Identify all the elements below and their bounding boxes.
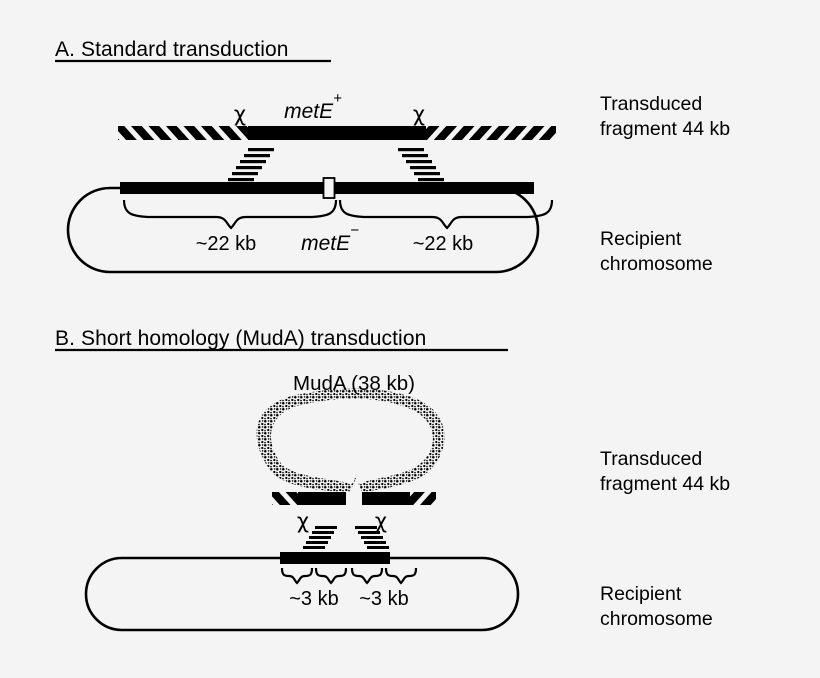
gene-superscript-a: + bbox=[333, 90, 342, 107]
homology-brace-left-a bbox=[122, 199, 338, 230]
side-label-chromosome-a-line2: chromosome bbox=[600, 253, 713, 275]
chi-right-label-b: χ bbox=[375, 509, 387, 533]
homology-brace-right-b bbox=[350, 567, 384, 585]
side-label-chromosome-a-line1: Recipient bbox=[600, 228, 682, 250]
chi-right-label-a: χ bbox=[413, 102, 425, 126]
locus-label-metE-minus: metE− bbox=[301, 222, 359, 256]
muda-loop bbox=[256, 388, 445, 492]
homology-brace-left-b bbox=[280, 567, 314, 585]
locus-gap-box-a bbox=[322, 177, 336, 199]
fragment-right-solid-b bbox=[362, 492, 410, 505]
muda-loop-label: MudA (38 kb) bbox=[293, 372, 415, 395]
panel-a-transduced-fragment bbox=[118, 126, 556, 140]
locus-name-a: metE bbox=[301, 232, 351, 255]
chromosome-segment-right-a bbox=[334, 182, 534, 194]
chromosome-segment-b bbox=[280, 552, 390, 564]
chromosome-segment-left-a bbox=[120, 182, 324, 194]
side-label-fragment-a-line2: fragment 44 kb bbox=[600, 118, 730, 140]
panel-b-heading: B. Short homology (MudA) transduction bbox=[55, 327, 426, 350]
fragment-right-hatch-b bbox=[410, 492, 436, 505]
gene-label-metE-plus: metE+ bbox=[284, 90, 342, 124]
fragment-left-hatch-a bbox=[118, 126, 248, 140]
homology-label-left-b: ~3 kb bbox=[289, 588, 338, 610]
homology-label-right-b: ~3 kb bbox=[359, 588, 408, 610]
recipient-chromosome-outline-a bbox=[66, 186, 540, 274]
crossover-mark-right-b bbox=[355, 526, 389, 549]
fragment-right-hatch-a bbox=[426, 126, 556, 140]
locus-superscript-a: − bbox=[350, 222, 359, 239]
side-label-fragment-a-line1: Transduced bbox=[600, 93, 702, 115]
side-label-fragment-b-line1: Transduced bbox=[600, 448, 702, 470]
homology-brace-right2-b bbox=[384, 567, 418, 585]
crossover-mark-right-a bbox=[398, 148, 444, 182]
panel-b-transduced-fragment bbox=[272, 492, 436, 505]
homology-brace-right-a bbox=[338, 199, 554, 230]
homology-label-right-a: ~22 kb bbox=[413, 233, 474, 255]
gene-name-a: metE bbox=[284, 100, 334, 123]
fragment-left-solid-b bbox=[298, 492, 346, 505]
chi-left-label-b: χ bbox=[297, 509, 309, 533]
side-label-fragment-b-line2: fragment 44 kb bbox=[600, 473, 730, 495]
fragment-solid-center-a bbox=[248, 126, 426, 140]
homology-brace-left2-b bbox=[314, 567, 348, 585]
side-label-chromosome-b-line1: Recipient bbox=[600, 583, 682, 605]
homology-label-left-a: ~22 kb bbox=[196, 233, 257, 255]
panel-a-heading: A. Standard transduction bbox=[55, 38, 289, 61]
crossover-mark-left-a bbox=[228, 148, 274, 182]
fragment-left-hatch-b bbox=[272, 492, 298, 505]
side-label-chromosome-b-line2: chromosome bbox=[600, 608, 713, 630]
chi-left-label-a: χ bbox=[234, 102, 246, 126]
crossover-mark-left-b bbox=[303, 526, 337, 549]
